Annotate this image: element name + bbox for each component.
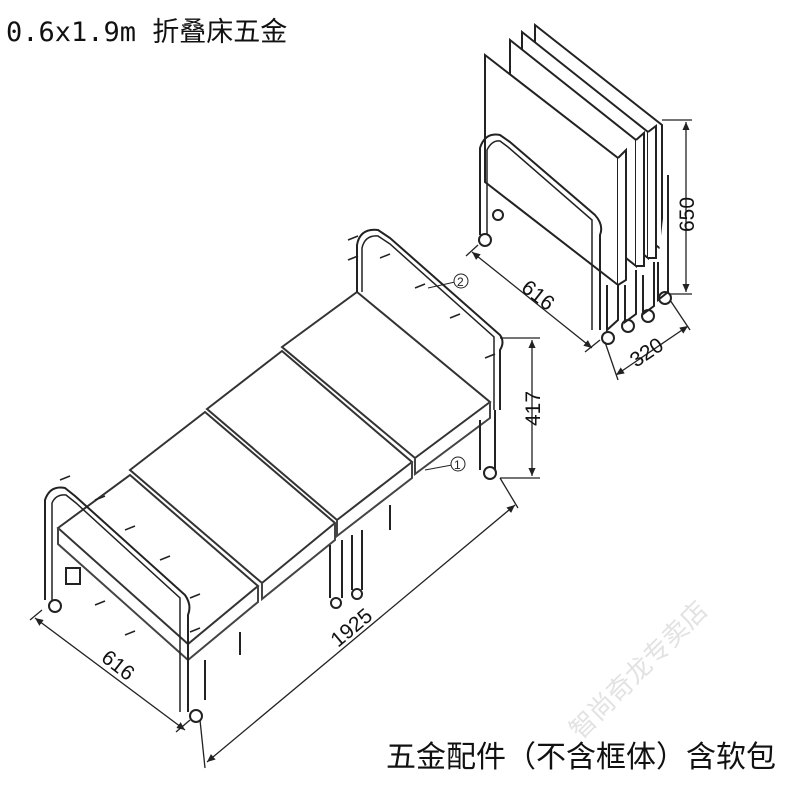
folded-width-label: 616: [517, 276, 559, 316]
foot-caster-right: [189, 709, 203, 723]
head-caster: [483, 466, 497, 480]
callout-1: 1: [424, 456, 466, 472]
callout-2: 2: [427, 273, 469, 289]
folded-frame: [478, 133, 672, 345]
page-title: 0.6x1.9m 折叠床五金: [6, 17, 288, 48]
foot-frame-front: [44, 486, 191, 712]
folded-depth-label: 320: [626, 333, 668, 372]
height-label: 417: [522, 391, 545, 426]
foot-caster-left: [48, 599, 62, 613]
callout-2-label: 2: [457, 275, 464, 289]
mattress-panels: [56, 290, 492, 646]
dimension-folded-height: [662, 119, 692, 295]
dimension-width: [29, 609, 191, 733]
width-label: 616: [97, 646, 139, 686]
folded-height-label: 650: [676, 197, 699, 232]
caption: 五金配件（不含框体）含软包: [386, 740, 776, 775]
dimension-folded-width: [465, 244, 601, 353]
length-label: 1925: [326, 604, 377, 652]
callout-1-label: 1: [454, 458, 461, 472]
dimension-length: [199, 477, 519, 769]
folded-bed: [484, 22, 669, 333]
dimension-folded-depth: [604, 299, 691, 381]
hinge-bracket: [65, 567, 81, 585]
